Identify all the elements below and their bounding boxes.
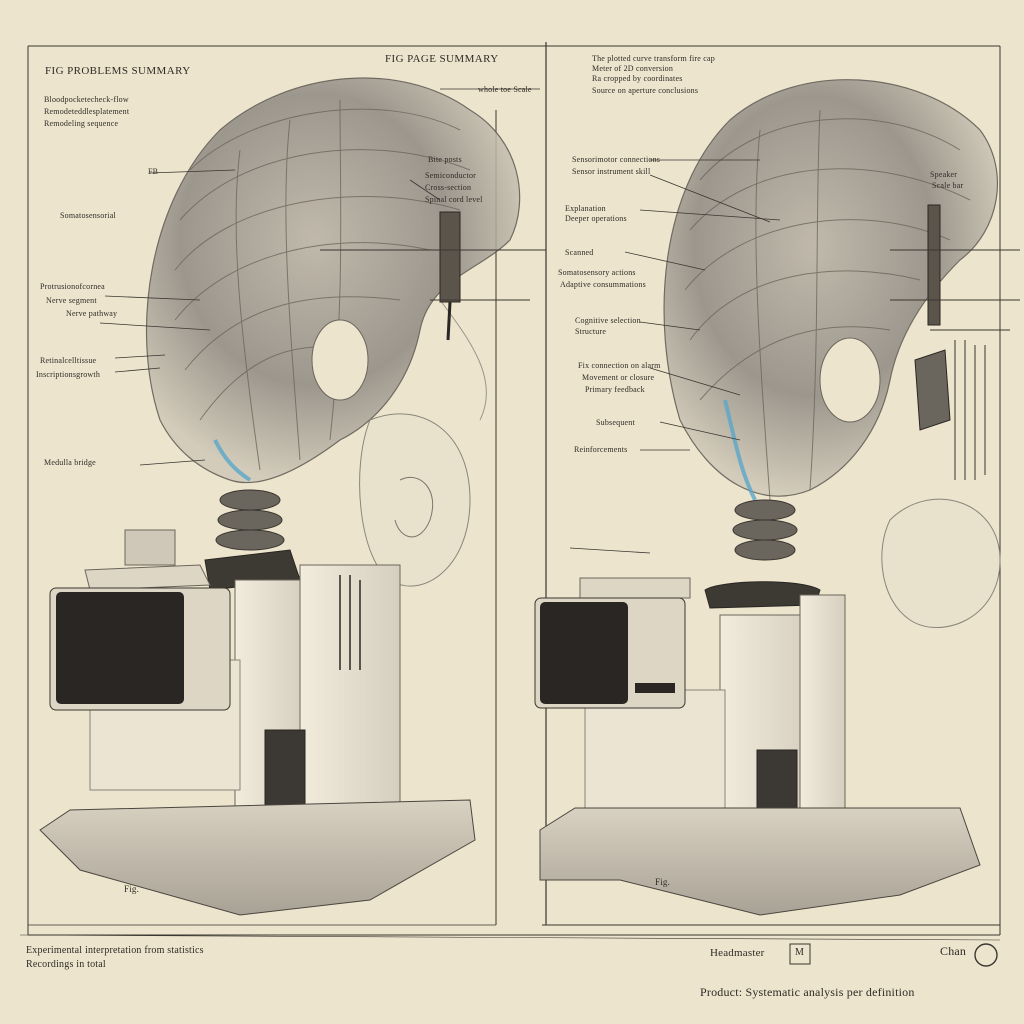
left-label-12: Retinalcelltissue <box>40 356 97 365</box>
right-label-5: Somatosensory actions <box>558 268 636 277</box>
left-panel-title-right-sub: whole toe Scale <box>478 85 532 94</box>
left-label-5: Bite posts <box>428 155 462 164</box>
right-label-0: Sensorimotor connections <box>572 155 661 164</box>
right-label-11: Primary feedback <box>585 385 645 394</box>
right-label-7: Cognitive selection <box>575 316 641 325</box>
right-label-1: Sensor instrument skill <box>572 167 651 176</box>
left-panel-header: FIG PROBLEMS SUMMARY <box>45 65 191 77</box>
footer-left-line2: Recordings in total <box>26 959 106 970</box>
left-label-4: Somatosensorial <box>60 211 116 220</box>
left-figure <box>39 77 546 916</box>
right-label-2: Explanation <box>565 204 606 213</box>
left-label-3: FB <box>148 167 159 176</box>
right-label-3: Deeper operations <box>565 214 627 223</box>
left-fig-label: Fig. <box>124 884 140 894</box>
left-panel-title-right: FIG PAGE SUMMARY <box>385 53 499 65</box>
footer-stamp: M <box>795 947 805 958</box>
footer-center: Headmaster <box>710 947 765 959</box>
left-label-8: Spinal cord level <box>425 195 483 204</box>
footer-bottom: Product: Systematic analysis per definit… <box>700 985 915 999</box>
right-label-6: Adaptive consummations <box>560 280 646 289</box>
right-header-line-0: The plotted curve transform fire cap <box>592 54 715 63</box>
right-label-15: Scale bar <box>932 181 964 190</box>
right-label-14: Speaker <box>930 170 958 179</box>
left-label-14: Medulla bridge <box>44 458 96 467</box>
right-figure <box>534 79 1020 916</box>
left-label-0: Bloodpocketecheck-flow <box>44 95 129 104</box>
footer-stamp-box <box>789 943 811 965</box>
right-brain-shape <box>663 79 999 497</box>
footer-circle <box>974 943 998 967</box>
right-label-10: Movement or closure <box>582 373 655 382</box>
left-base <box>39 799 476 916</box>
footer-left-line1: Experimental interpretation from statist… <box>26 945 204 956</box>
left-label-11: Nerve pathway <box>66 309 118 318</box>
right-nerve-highlight <box>723 399 757 501</box>
footer-right: Chan <box>940 944 967 958</box>
left-label-2: Remodeling sequence <box>44 119 119 128</box>
left-label-6: Semiconductor <box>425 171 477 180</box>
right-fig-label: Fig. <box>655 877 671 887</box>
right-header-line-2: Ra cropped by coordinates <box>592 74 683 83</box>
left-label-1: Remodeteddlesplatement <box>44 107 130 116</box>
right-label-9: Fix connection on alarm <box>578 361 661 370</box>
left-label-13: Inscriptionsgrowth <box>36 370 101 379</box>
left-nerve-highlight <box>213 439 252 482</box>
right-base <box>539 807 981 916</box>
right-label-8: Structure <box>575 327 607 336</box>
left-label-9: Protrusionofcornea <box>40 282 105 291</box>
left-brain-shape <box>145 77 521 484</box>
right-label-4: Scanned <box>565 248 594 257</box>
right-label-12: Subsequent <box>596 418 635 427</box>
right-header-line-3: Source on aperture conclusions <box>592 86 699 95</box>
left-label-7: Cross-section <box>425 183 472 192</box>
left-label-10: Nerve segment <box>46 296 97 305</box>
right-header-line-1: Meter of 2D conversion <box>592 64 674 73</box>
right-label-13: Reinforcements <box>574 445 628 454</box>
